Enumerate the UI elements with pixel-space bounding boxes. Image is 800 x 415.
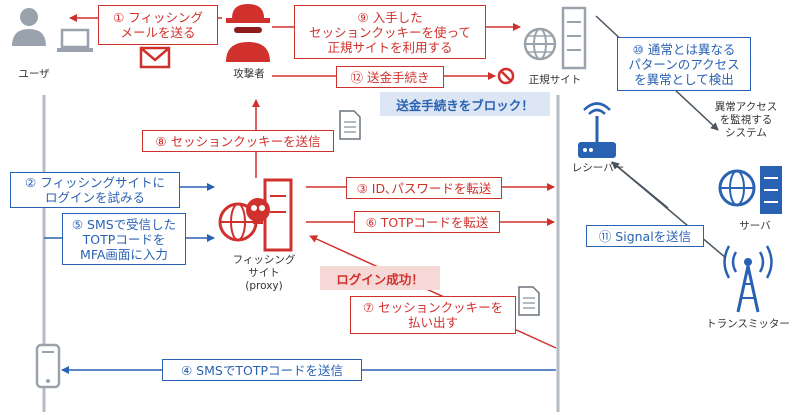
mail-icon xyxy=(139,46,171,69)
legit-site-icon xyxy=(523,6,587,70)
legit-site-label: 正規サイト xyxy=(528,74,582,86)
step-11-box: ⑪ Signalを送信 xyxy=(586,225,704,247)
receiver-icon xyxy=(578,102,616,158)
step-8-box: ⑧ セッションクッキーを送信 xyxy=(142,130,334,152)
login-success-callout: ログイン成功！ xyxy=(320,266,440,290)
user-label: ユーザ xyxy=(18,68,50,80)
cookie-document-icon xyxy=(339,110,361,140)
step-7-box: ⑦ セッションクッキーを 払い出す xyxy=(350,296,516,334)
arrow-11b xyxy=(611,161,727,259)
step-3-box: ③ ID､パスワードを転送 xyxy=(346,177,502,199)
monitor-label: 異常アクセス を監視する システム xyxy=(714,101,778,139)
laptop-icon xyxy=(57,28,93,52)
prohibited-icon xyxy=(497,67,515,85)
receiver-label: レシーバー xyxy=(571,162,625,174)
phishing-site-icon xyxy=(218,178,293,252)
attacker-label: 攻撃者 xyxy=(233,68,265,80)
user-icon xyxy=(12,8,46,46)
step-10-box: ⑩ 通常とは異なる パターンのアクセス を異常として検出 xyxy=(617,37,751,91)
step-5-box: ⑤ SMSで受信した TOTPコードを MFA画面に入力 xyxy=(62,213,186,265)
attacker-icon xyxy=(226,4,270,62)
phishing-site-label: フィッシング サイト (proxy) xyxy=(232,254,296,292)
step-12-box: ⑫ 送金手続き xyxy=(336,66,444,88)
server-label: サーバ xyxy=(739,220,771,232)
step-4-box: ④ SMSでTOTPコードを送信 xyxy=(162,359,362,381)
transmitter-label: トランスミッター xyxy=(706,318,790,330)
step-2-box: ② フィッシングサイトに ログインを試みる xyxy=(10,172,180,208)
step-9-box: ⑨ 入手した セッションクッキーを使って 正規サイトを利用する xyxy=(294,5,486,59)
step-6-box: ⑥ TOTPコードを転送 xyxy=(354,211,500,233)
phone-icon xyxy=(35,343,61,389)
transmitter-icon xyxy=(723,245,773,313)
block-callout: 送金手続きをブロック！ xyxy=(380,92,550,116)
step-1-box: ① フィッシング メールを送る xyxy=(98,5,218,45)
cookie-document-icon-2 xyxy=(518,286,540,316)
server-icon xyxy=(718,166,782,214)
